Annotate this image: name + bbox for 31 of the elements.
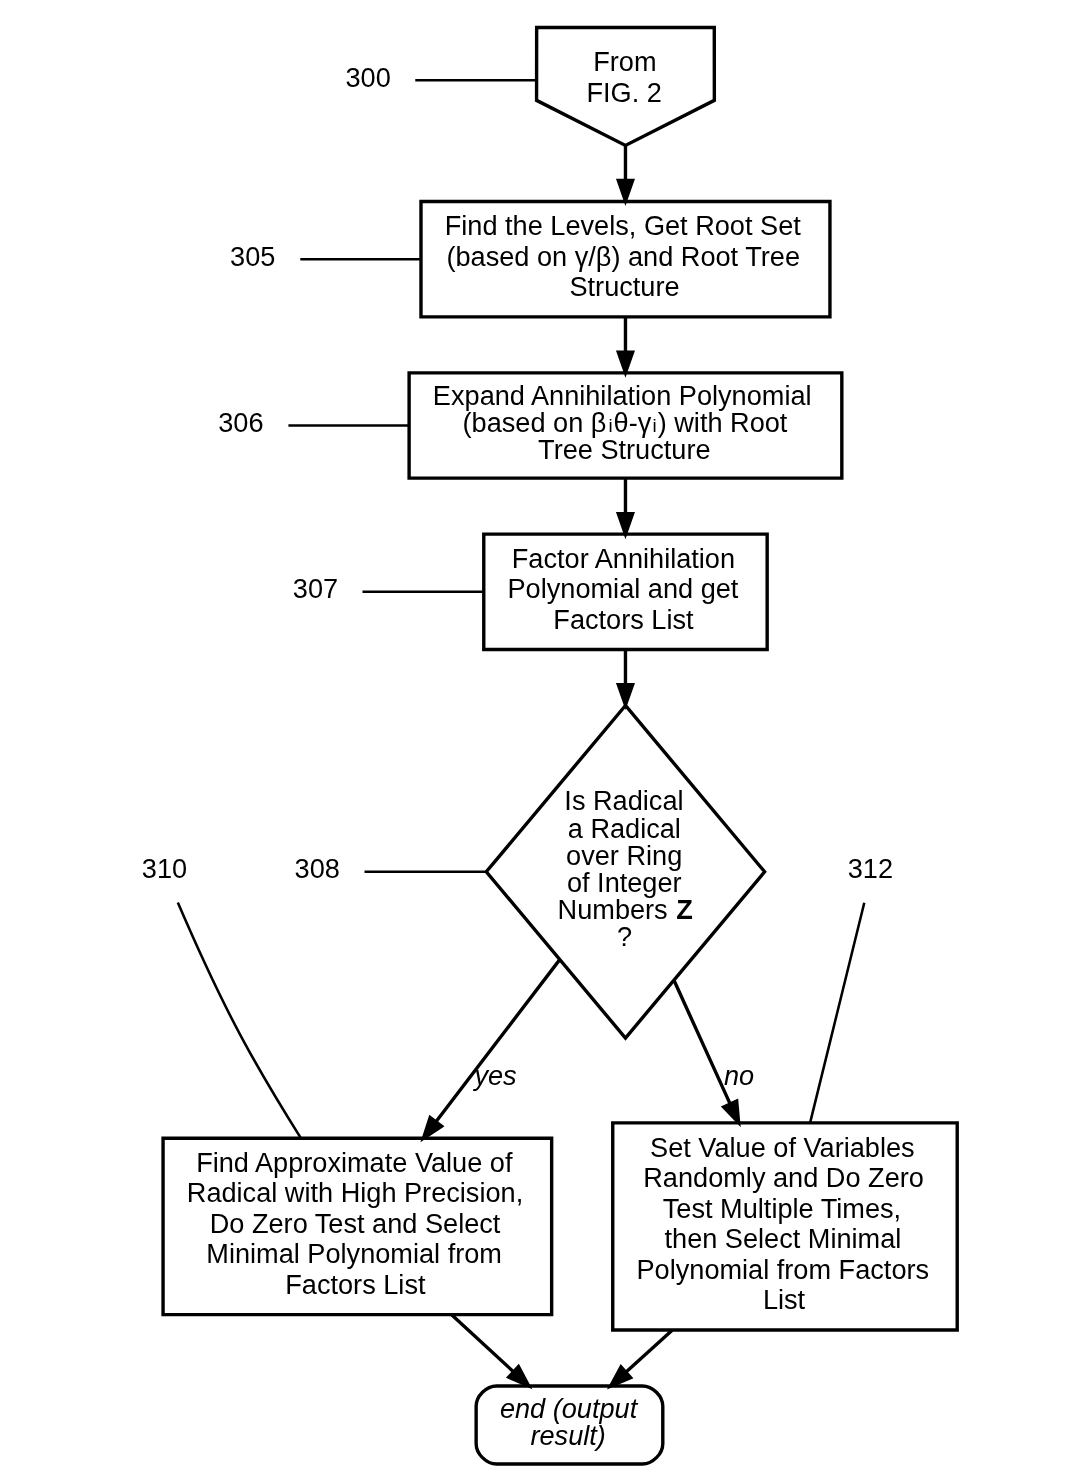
node-box: Find Approximate Value of Radical with High Precision, Do Zero Test and Select Minimal Polynomial from Factors List bbox=[161, 1136, 554, 1317]
arrow bbox=[615, 478, 635, 540]
arrow bbox=[615, 316, 635, 378]
node-text: 310 bbox=[141, 853, 188, 885]
node-text: 308 bbox=[294, 853, 340, 885]
node-text: 306 bbox=[218, 406, 264, 438]
connector bbox=[362, 590, 484, 594]
arrow bbox=[615, 145, 635, 207]
node-box: Find the Levels, Get Root Set (based on γ/β) and Root Tree Structure bbox=[419, 199, 832, 319]
arrow bbox=[672, 979, 741, 1128]
connector bbox=[176, 902, 302, 1139]
edge-label: yes bbox=[474, 1060, 517, 1092]
connector bbox=[364, 870, 486, 874]
arrow bbox=[450, 1313, 533, 1390]
node-text: 300 bbox=[345, 61, 391, 93]
node-text: 305 bbox=[230, 240, 276, 272]
node-box: Factor Annihilation Polynomial and get Factors List bbox=[482, 532, 769, 652]
node-box: Expand Annihilation Polynomial (based on βiθ-γi) with Root Tree Structure bbox=[407, 371, 844, 480]
node-box: end (output result) bbox=[474, 1384, 665, 1466]
edge-label: no bbox=[723, 1060, 755, 1092]
arrow bbox=[615, 650, 635, 711]
connector bbox=[415, 78, 536, 82]
connector bbox=[288, 424, 409, 427]
arrow bbox=[606, 1329, 674, 1390]
node-diamond: Is Radical a Radical over Ring of Integer Numbers Z ? bbox=[484, 702, 767, 1041]
connector bbox=[808, 902, 866, 1123]
connector bbox=[300, 257, 421, 261]
node-text: 312 bbox=[847, 853, 894, 885]
node-text: 307 bbox=[292, 573, 339, 605]
node-box: Set Value of Variables Randomly and Do Zero Test Multiple Times, then Select Minimal Polynomial from Factors List bbox=[611, 1121, 959, 1332]
arrow bbox=[420, 958, 561, 1143]
